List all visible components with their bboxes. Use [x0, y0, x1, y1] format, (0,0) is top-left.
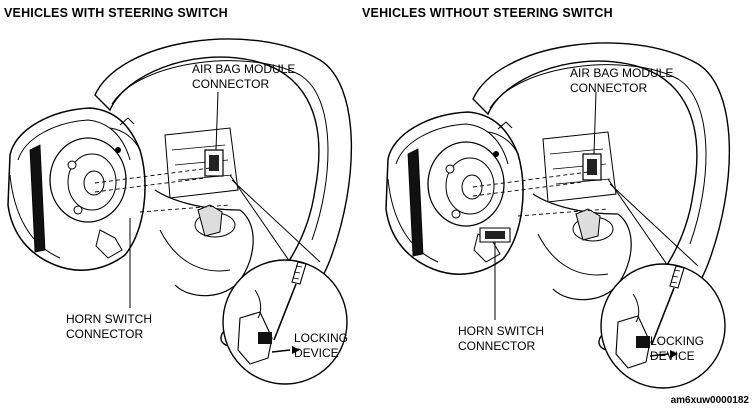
- left-horn-connector-label: HORN SWITCH CONNECTOR: [66, 312, 152, 341]
- right-airbag-connector-label: AIR BAG MODULE CONNECTOR: [570, 66, 674, 95]
- left-airbag-leader: [216, 92, 218, 150]
- left-panel-title: VEHICLES WITH STEERING SWITCH: [4, 6, 228, 20]
- right-horn-connector-label: HORN SWITCH CONNECTOR: [458, 324, 544, 353]
- right-locking-device-label: LOCKING DEVICE: [650, 334, 705, 363]
- left-locking-device-label: LOCKING DEVICE: [294, 331, 349, 360]
- right-panel-title: VEHICLES WITHOUT STEERING SWITCH: [362, 6, 613, 20]
- right-airbag-leader: [594, 92, 596, 154]
- reference-code: am6xuw0000182: [670, 395, 749, 406]
- left-airbag-connector-label: AIR BAG MODULE CONNECTOR: [192, 62, 296, 91]
